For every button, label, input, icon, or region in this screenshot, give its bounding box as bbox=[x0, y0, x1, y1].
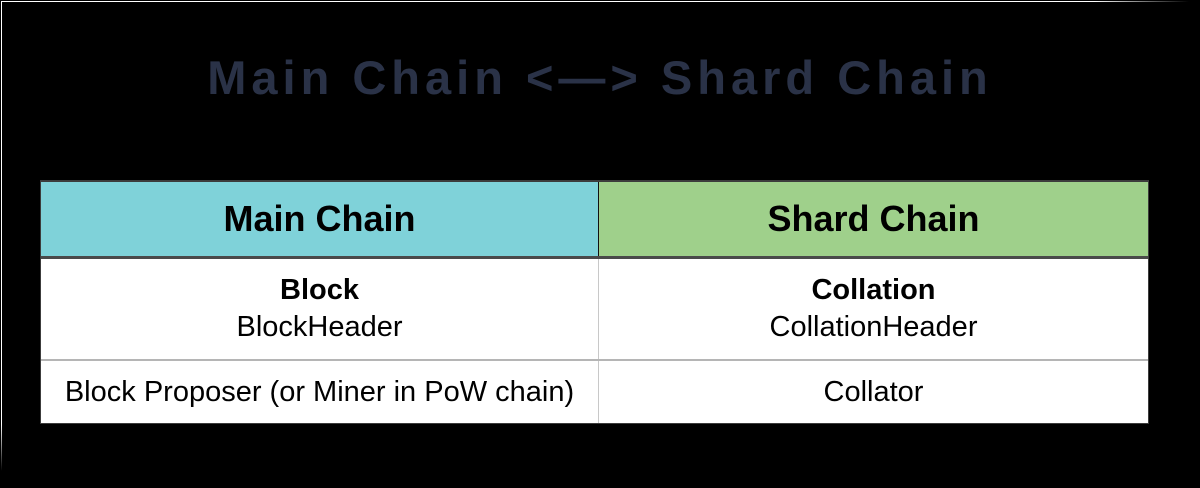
cell-line-block: Block bbox=[280, 274, 359, 306]
frame-border-top bbox=[1, 1, 1189, 2]
cell-line-block-proposer: Block Proposer (or Miner in PoW chain) bbox=[64, 375, 575, 408]
table-header-row: Main Chain Shard Chain bbox=[41, 182, 1148, 259]
frame-border-left bbox=[1, 1, 2, 471]
cell-line-blockheader: BlockHeader bbox=[236, 311, 403, 343]
table-row: Block Proposer (or Miner in PoW chain) C… bbox=[41, 361, 1148, 423]
cell-line-collation: Collation bbox=[811, 274, 936, 306]
cell-shard-chain-entities: Collation CollationHeader bbox=[599, 259, 1148, 359]
comparison-table: Main Chain Shard Chain Block BlockHeader… bbox=[40, 180, 1149, 424]
cell-main-chain-entities: Block BlockHeader bbox=[41, 259, 599, 359]
header-label-main-chain: Main Chain bbox=[223, 198, 416, 239]
cell-line-collator: Collator bbox=[823, 375, 924, 408]
table-row: Block BlockHeader Collation CollationHea… bbox=[41, 259, 1148, 361]
header-cell-main-chain: Main Chain bbox=[41, 182, 599, 256]
slide-title: Main Chain <—> Shard Chain bbox=[207, 51, 993, 104]
cell-shard-chain-actor: Collator bbox=[599, 361, 1148, 423]
header-label-shard-chain: Shard Chain bbox=[767, 198, 980, 239]
header-cell-shard-chain: Shard Chain bbox=[599, 182, 1148, 256]
cell-line-collationheader: CollationHeader bbox=[769, 311, 978, 343]
cell-main-chain-actor: Block Proposer (or Miner in PoW chain) bbox=[41, 361, 599, 423]
